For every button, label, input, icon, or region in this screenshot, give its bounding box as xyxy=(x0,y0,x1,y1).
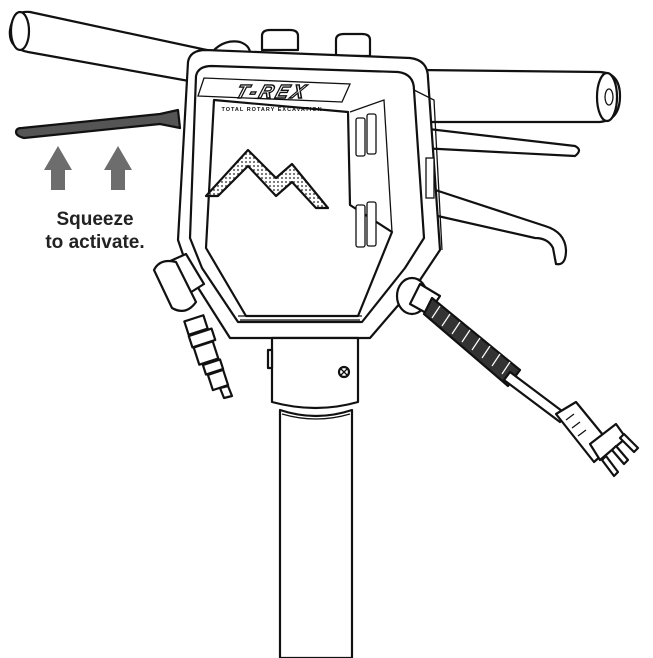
right-brackets xyxy=(418,126,581,266)
logo-text: T-REX xyxy=(233,81,311,102)
arrow-up-icon xyxy=(44,146,72,190)
power-cord xyxy=(395,276,568,424)
shaft xyxy=(266,336,360,658)
squeeze-callout: Squeeze to activate. xyxy=(10,208,180,254)
callout-line-1: Squeeze xyxy=(56,209,134,230)
power-plug-icon xyxy=(554,400,640,478)
logo-tagline: TOTAL ROTARY EXCAVATION xyxy=(221,107,322,113)
logo-badge: T-REX TOTAL ROTARY EXCAVATION xyxy=(197,77,351,113)
mountain-logo-icon xyxy=(204,148,330,210)
left-handle xyxy=(8,10,232,90)
hose-fitting xyxy=(152,252,234,400)
trigger-lever xyxy=(14,108,182,140)
squeeze-arrows xyxy=(44,146,132,190)
callout-line-2: to activate. xyxy=(45,232,145,253)
arrow-up-icon xyxy=(104,146,132,190)
right-handle xyxy=(418,68,622,124)
